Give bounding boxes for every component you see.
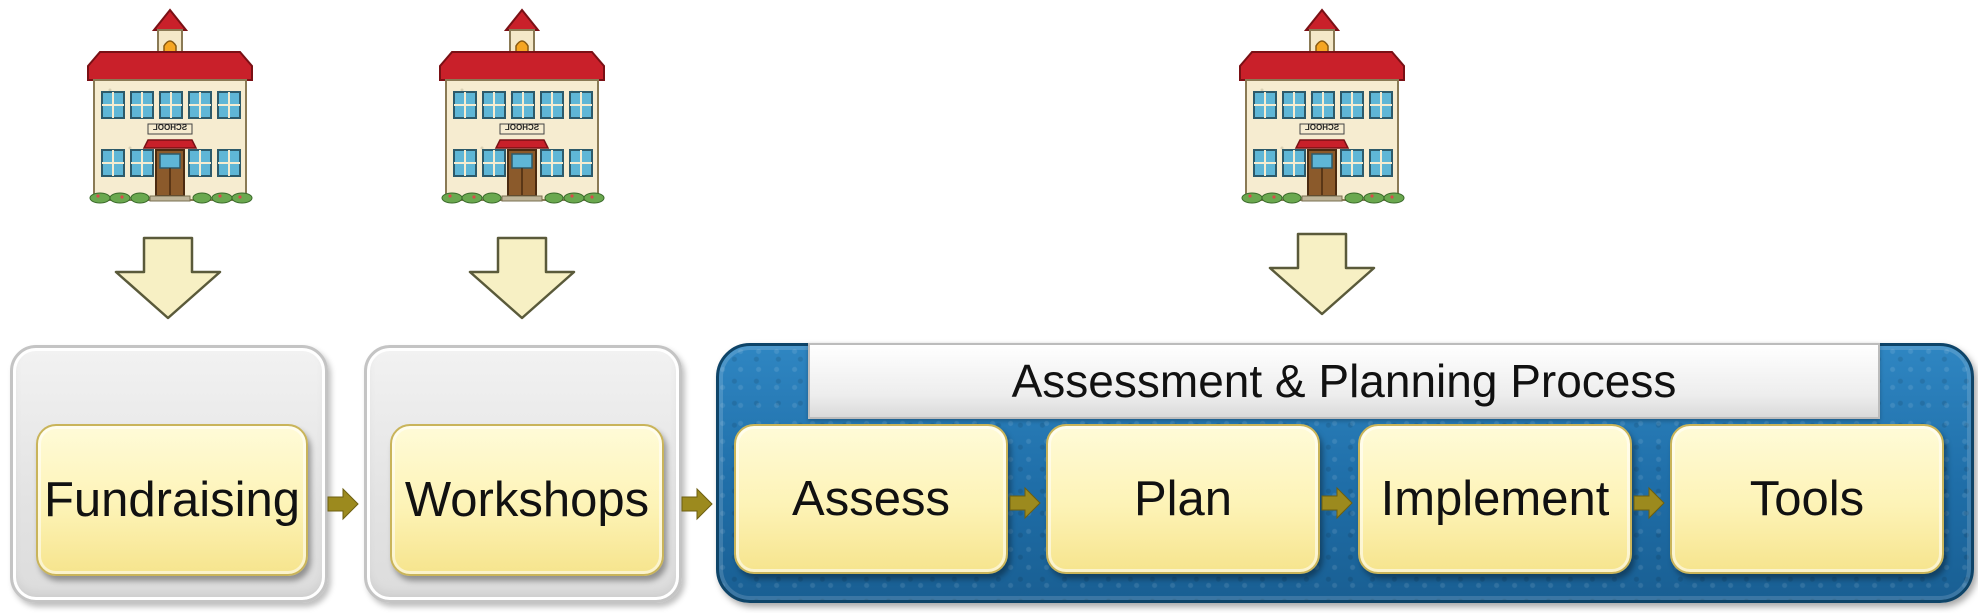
step-assess[interactable]: Assess — [734, 424, 1008, 574]
fundraising-box[interactable]: Fundraising — [36, 424, 308, 576]
right-arrow-icon — [1008, 486, 1042, 520]
right-arrow-icon — [1320, 486, 1354, 520]
school-sign: SCHOOL — [152, 123, 188, 132]
workshops-label: Workshops — [404, 473, 650, 527]
workshops-box[interactable]: Workshops — [390, 424, 664, 576]
step-label: Implement — [1380, 472, 1610, 526]
down-arrow-icon — [466, 236, 578, 320]
right-arrow-icon — [1632, 486, 1666, 520]
fundraising-label: Fundraising — [43, 473, 301, 527]
school-building-icon: SCHOOL — [1222, 8, 1422, 208]
down-arrow-icon — [1266, 232, 1378, 316]
school-sign: SCHOOL — [1304, 123, 1340, 132]
school-sign: SCHOOL — [504, 123, 540, 132]
school-building-icon: SCHOOL — [70, 8, 270, 208]
step-tools[interactable]: Tools — [1670, 424, 1944, 574]
step-label: Assess — [792, 472, 950, 526]
school-building-icon: SCHOOL — [422, 8, 622, 208]
step-label: Plan — [1133, 472, 1233, 526]
process-title: Assessment & Planning Process — [808, 343, 1880, 419]
right-arrow-icon — [680, 487, 714, 521]
process-title-text: Assessment & Planning Process — [1011, 355, 1677, 407]
right-arrow-icon — [326, 487, 360, 521]
down-arrow-icon — [112, 236, 224, 320]
step-label: Tools — [1749, 472, 1865, 526]
step-implement[interactable]: Implement — [1358, 424, 1632, 574]
step-plan[interactable]: Plan — [1046, 424, 1320, 574]
